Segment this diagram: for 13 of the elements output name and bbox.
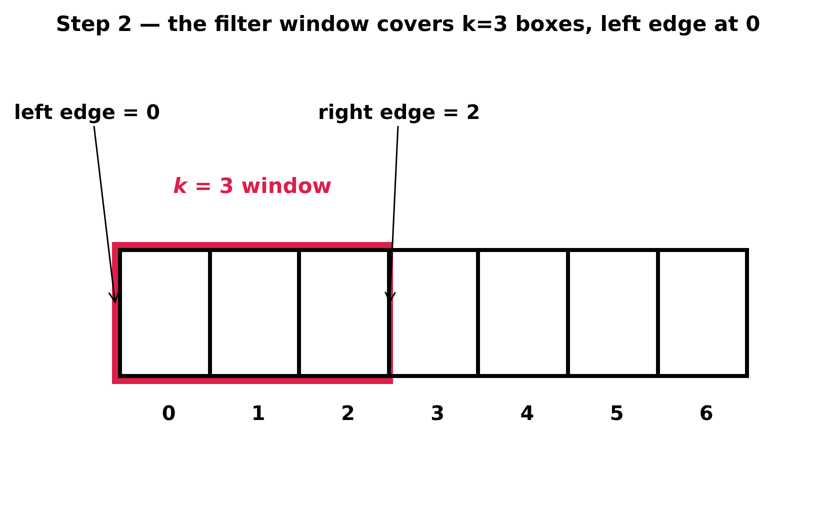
index-label: 2 — [340, 401, 356, 425]
window-label: k = 3 window — [172, 174, 333, 198]
index-label: 5 — [608, 401, 625, 425]
annotation-text: left edge = 0 — [14, 100, 160, 124]
leader-line — [384, 126, 399, 303]
title: Step 2 — the filter window covers k=3 boxes, left edge at 0 — [54, 12, 762, 36]
index-label: 6 — [698, 401, 714, 425]
leader-line — [93, 126, 120, 303]
index-label: 1 — [250, 401, 266, 425]
index-label: 0 — [160, 401, 177, 425]
annotation-text: right edge = 2 — [318, 100, 480, 124]
index-label: 3 — [430, 401, 446, 425]
index-label: 4 — [519, 401, 536, 425]
